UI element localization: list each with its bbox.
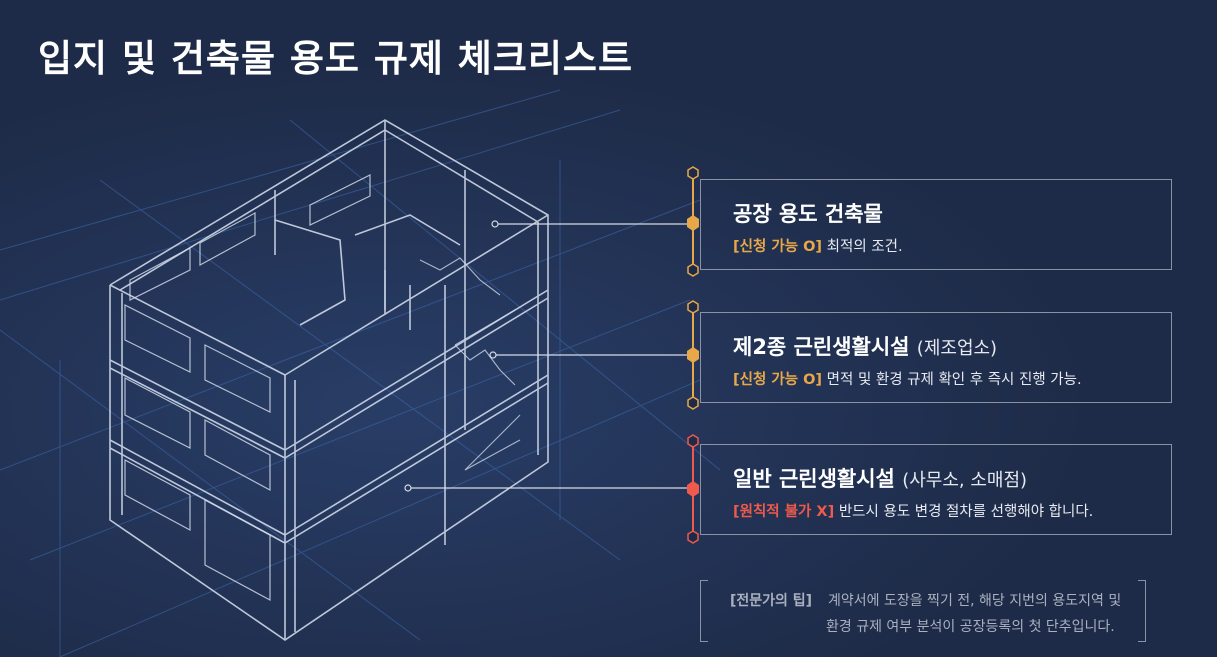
expert-tip-box: [전문가의 팁] 계약서에 도장을 찍기 전, 해당 지번의 용도지역 및 환경… bbox=[700, 580, 1146, 642]
tip-text-line1: 계약서에 도장을 찍기 전, 해당 지번의 용도지역 및 bbox=[828, 593, 1122, 609]
category-description: [신청 가능 O] 면적 및 환경 규제 확인 후 즉시 진행 가능. bbox=[733, 372, 1082, 388]
category-description: [원칙적 불가 X] 반드시 용도 변경 절차를 선행해야 합니다. bbox=[733, 504, 1094, 520]
category-title: 공장 용도 건축물 bbox=[733, 202, 883, 226]
status-badge: [신청 가능 O] bbox=[733, 372, 823, 388]
pointer-lines bbox=[404, 220, 693, 492]
node-icon bbox=[687, 215, 699, 231]
category-title: 일반 근린생활시설 (사무소, 소매점) bbox=[733, 467, 1028, 491]
callout-general-neighborhood: 일반 근린생활시설 (사무소, 소매점) [원칙적 불가 X] 반드시 용도 변… bbox=[700, 444, 1172, 535]
callout-type2-neighborhood: 제2종 근린생활시설 (제조업소) [신청 가능 O] 면적 및 환경 규제 확… bbox=[700, 312, 1172, 403]
page-title: 입지 및 건축물 용도 규제 체크리스트 bbox=[38, 37, 634, 80]
windows bbox=[124, 174, 371, 602]
callout-factory-building: 공장 용도 건축물 [신청 가능 O] 최적의 조건. bbox=[700, 179, 1172, 270]
stairs bbox=[419, 257, 521, 471]
bracket-left bbox=[700, 580, 708, 642]
tip-label: [전문가의 팁] bbox=[730, 593, 813, 609]
blueprint-guide-lines bbox=[0, 89, 721, 657]
tip-text-line2: 환경 규제 여부 분석이 공장등록의 첫 단추입니다. bbox=[826, 619, 1115, 635]
building-frame bbox=[109, 119, 549, 641]
category-title: 제2종 근린생활시설 (제조업소) bbox=[733, 335, 998, 359]
status-badge: [원칙적 불가 X] bbox=[733, 504, 835, 520]
category-description: [신청 가능 O] 최적의 조건. bbox=[733, 239, 903, 255]
status-badge: [신청 가능 O] bbox=[733, 239, 823, 255]
bracket-right bbox=[1138, 580, 1146, 642]
callout-connectors bbox=[687, 166, 699, 544]
